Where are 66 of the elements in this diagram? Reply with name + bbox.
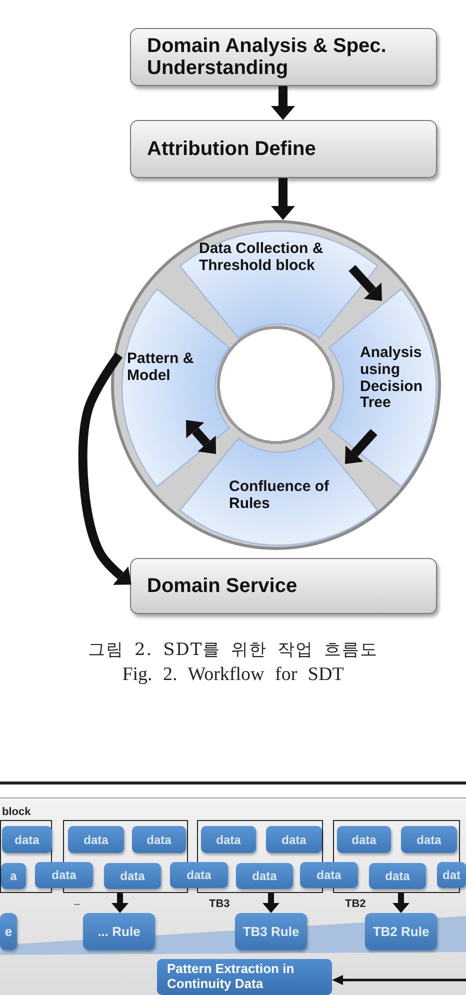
arrow: [271, 178, 295, 220]
node-text: data: [216, 832, 241, 846]
ring-segment: [122, 289, 230, 487]
node-text: data: [14, 832, 40, 846]
arrow: [332, 975, 466, 985]
node-text: data: [186, 868, 212, 882]
ring-segment: [328, 289, 436, 487]
node-text: Data Collection & Threshold block: [198, 241, 324, 275]
process-box: [130, 28, 437, 86]
node-text: e: [4, 924, 12, 939]
data-block: [170, 862, 228, 888]
data-block: [337, 826, 391, 853]
data-block: [401, 826, 457, 853]
data-block: [2, 826, 52, 853]
node-text: data: [416, 832, 442, 846]
node-text: Pattern & Model: [127, 350, 195, 385]
data-block: [266, 826, 322, 853]
arrow: [345, 428, 378, 464]
node-text: Domain Analysis & Spec. Understanding: [147, 35, 387, 79]
data-block: [35, 862, 93, 888]
frame-label: block: [2, 806, 31, 818]
node-text: Domain Service: [147, 575, 298, 597]
node-text: data: [252, 869, 277, 883]
data-block: [104, 863, 161, 889]
node-text: Analysis using Decision Tree: [360, 344, 424, 412]
figure-caption: Fig. 2. Workflow for SDT: [121, 664, 345, 686]
data-block: [68, 826, 124, 853]
node-text: data: [316, 868, 342, 882]
data-block: [300, 862, 358, 888]
data-block: [437, 862, 466, 888]
ring-segment: [180, 438, 378, 545]
node-text: Attribution Define: [147, 138, 316, 160]
ring-segment: [180, 231, 378, 338]
node-text: TB3 Rule: [242, 924, 300, 939]
data-block: [201, 826, 256, 853]
arrow: [262, 893, 280, 913]
node-text: Confluence of Rules: [228, 478, 329, 513]
node-text: data: [52, 868, 76, 882]
annotation-label: TB2: [345, 898, 366, 910]
rule-box: [0, 913, 17, 950]
process-box: [157, 959, 332, 995]
arrow: [271, 86, 295, 120]
arrow: [348, 264, 382, 301]
node-text: data: [146, 832, 172, 846]
node-text: ... Rule: [98, 924, 140, 939]
arrow: [392, 893, 410, 913]
data-block: [236, 863, 293, 889]
arrow: [78, 352, 132, 585]
figure-caption: 그림 2. SDT를 위한 작업 흐름도: [87, 639, 379, 661]
node-text: Pattern Extraction in Continuity Data: [167, 962, 296, 992]
node-text: data: [120, 869, 145, 883]
data-block: [369, 863, 426, 889]
node-text: data: [385, 869, 410, 883]
process-box: [130, 558, 437, 614]
node-text: data: [352, 832, 376, 846]
arrow: [112, 893, 128, 913]
node-text: data: [282, 832, 306, 846]
annotation-label: TB3: [209, 898, 230, 910]
node-text: TB2 Rule: [372, 924, 430, 939]
data-block: [1, 863, 26, 889]
node-text: data: [84, 832, 108, 846]
node-text: a: [10, 869, 17, 883]
process-box: [130, 120, 437, 178]
data-block: [132, 826, 186, 853]
node-text: dat: [442, 868, 460, 882]
arrow: [186, 420, 216, 454]
